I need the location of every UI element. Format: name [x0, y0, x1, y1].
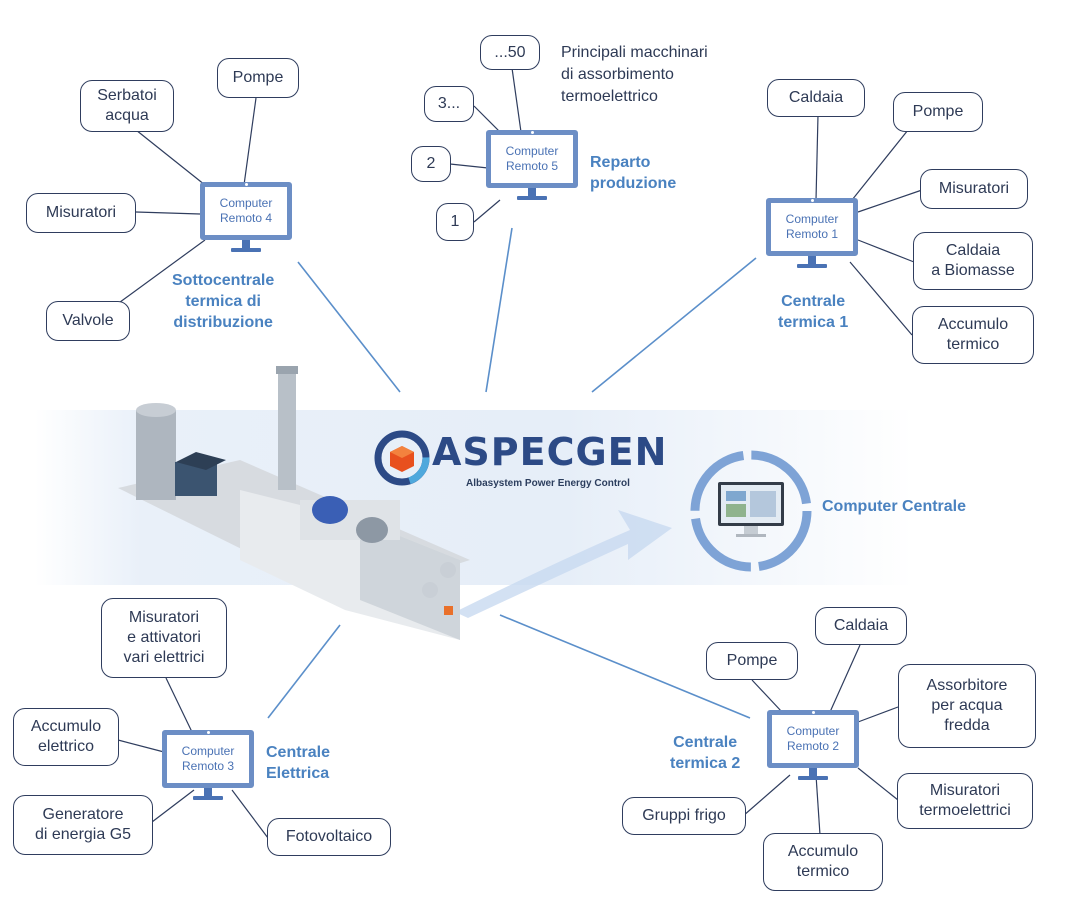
remote1-item-pompe: Pompe	[893, 92, 983, 132]
logo-brand-text: ASPECGEN	[432, 430, 668, 474]
remote3-computer-label: Computer Remoto 3	[181, 744, 235, 773]
remote4-computer-label: Computer Remoto 4	[219, 196, 273, 225]
remote2-item-pompe: Pompe	[706, 642, 798, 680]
remote4-item-misuratori: Misuratori	[26, 193, 136, 233]
remote3-item-fotovoltaico: Fotovoltaico	[267, 818, 391, 856]
remote5-item-3: 3...	[424, 86, 474, 122]
central-computer-label: Computer Centrale	[822, 498, 967, 515]
remote4-item-valvole: Valvole	[46, 301, 130, 341]
remote4-monitor-stand-icon	[231, 240, 261, 252]
remote2-item-assorbitore: Assorbitore per acqua fredda	[898, 664, 1036, 748]
remote1-item-accumulo: Accumulo termico	[912, 306, 1034, 364]
remote2-item-caldaia: Caldaia	[815, 607, 907, 645]
remote5-item-1: 1	[436, 203, 474, 241]
remote2-label: Centrale termica 2	[670, 734, 741, 772]
logo-tagline: Albasystem Power Energy Control	[466, 478, 630, 489]
remote5-label: Reparto produzione	[590, 154, 677, 192]
remote4-item-serbatoi: Serbatoi acqua	[80, 80, 174, 132]
remote5-description: Principali macchinari di assorbimento te…	[561, 44, 708, 105]
remote5-item-50: ...50	[480, 35, 540, 70]
remote3-label: Centrale Elettrica	[266, 744, 331, 782]
remote2-computer[interactable]: Computer Remoto 2	[767, 710, 859, 768]
aspecgen-logo-icon	[374, 430, 430, 486]
remote1-item-caldaia: Caldaia	[767, 79, 865, 117]
remote2-item-gruppi-frigo: Gruppi frigo	[622, 797, 746, 835]
remote1-item-caldaia-biomasse: Caldaia a Biomasse	[913, 232, 1033, 290]
remote4-item-pompe: Pompe	[217, 58, 299, 98]
remote5-computer[interactable]: Computer Remoto 5	[486, 130, 578, 188]
remote1-item-misuratori: Misuratori	[920, 169, 1028, 209]
remote4-label: Sottocentrale termica di distribuzione	[172, 272, 275, 331]
remote1-computer-label: Computer Remoto 1	[785, 212, 839, 241]
remote5-monitor-stand-icon	[517, 188, 547, 200]
remote3-item-generatore: Generatore di energia G5	[13, 795, 153, 855]
remote3-monitor-stand-icon	[193, 788, 223, 800]
remote3-item-accumulo-elettrico: Accumulo elettrico	[13, 708, 119, 766]
remote4-computer[interactable]: Computer Remoto 4	[200, 182, 292, 240]
central-computer-icon	[690, 450, 812, 572]
flow-arrow	[455, 510, 672, 618]
remote2-item-misuratori-termoelettrici: Misuratori termoelettrici	[897, 773, 1033, 829]
remote1-label: Centrale termica 1	[778, 293, 849, 331]
remote3-computer[interactable]: Computer Remoto 3	[162, 730, 254, 788]
remote5-item-2: 2	[411, 146, 451, 182]
remote1-computer[interactable]: Computer Remoto 1	[766, 198, 858, 256]
remote2-item-accumulo-termico: Accumulo termico	[763, 833, 883, 891]
remote3-item-misuratori-attivatori: Misuratori e attivatori vari elettrici	[101, 598, 227, 678]
remote2-monitor-stand-icon	[798, 768, 828, 780]
remote2-computer-label: Computer Remoto 2	[786, 724, 840, 753]
remote1-monitor-stand-icon	[797, 256, 827, 268]
remote5-computer-label: Computer Remoto 5	[505, 144, 559, 173]
